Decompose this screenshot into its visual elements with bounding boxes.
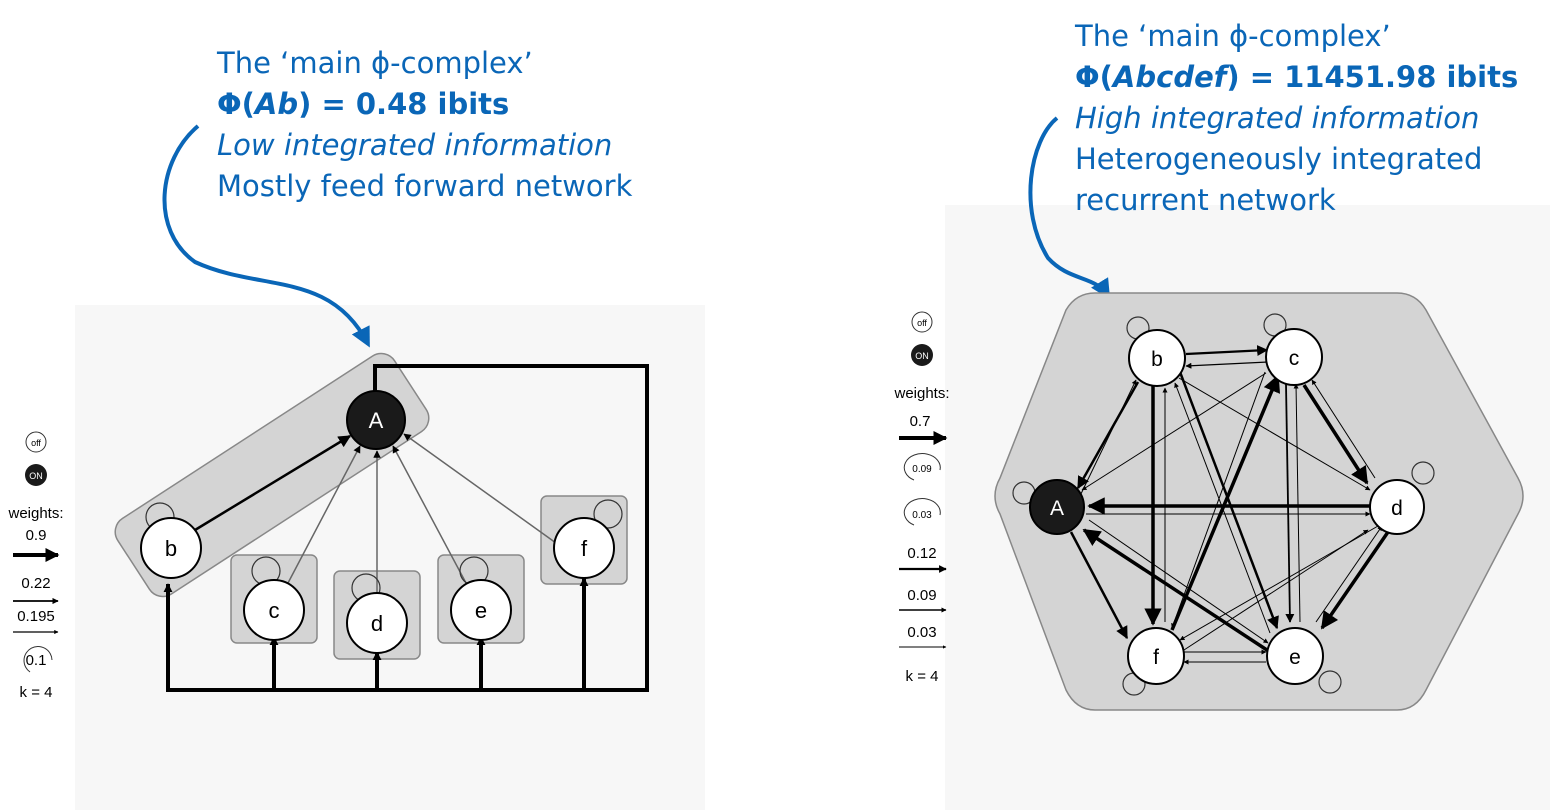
left-edge-b-A: [194, 434, 352, 532]
left-caption: The ‘main ϕ-complex’ Φ(Ab) = 0.48 ibits …: [217, 43, 632, 207]
left-node-f-label: f: [581, 536, 588, 561]
left-caption-title: The ‘main ϕ-complex’: [217, 46, 533, 80]
left-legend-weight-2: 0.195: [17, 608, 55, 625]
left-feedback-bus: [166, 364, 649, 692]
legend-on-icon: [25, 464, 47, 486]
left-legend-weight-0: 0.9: [26, 527, 47, 544]
right-node-c-label: c: [1289, 347, 1300, 370]
left-node-b: [140, 517, 202, 579]
right-node-f-label: f: [1153, 646, 1159, 669]
legend-off-icon: [911, 311, 933, 333]
left-legend-selfloop: 0.1: [26, 652, 47, 669]
left-phi-value: Φ(Ab) = 0.48 ibits: [217, 87, 510, 121]
right-legend-selfloop-0: 0.09: [912, 464, 932, 475]
right-node-d: [1369, 479, 1425, 535]
right-caption: The ‘main ϕ-complex’ Φ(Abcdef) = 11451.9…: [1075, 16, 1518, 221]
right-legend-weight-2: 0.03: [907, 624, 936, 641]
right-legend: off ON weights: 0.7 0.09 0.03 0.12 0.09 …: [893, 311, 950, 685]
legend-on-icon: [911, 344, 933, 366]
right-selfloop-d: [1411, 461, 1435, 485]
left-node-d-label: d: [371, 611, 383, 636]
right-complex-abcdef: [994, 292, 1524, 711]
right-node-c: [1265, 328, 1323, 386]
left-legend-weight-1: 0.22: [21, 575, 50, 592]
right-legend-selfloop-icon-0: [903, 453, 941, 481]
right-network-diagram: A b c d e f: [994, 292, 1524, 711]
left-edge-f-A: [403, 433, 557, 544]
right-node-d-label: d: [1391, 497, 1403, 520]
right-caption-description: High integrated information: [1075, 101, 1480, 135]
left-edge-e-A: [392, 445, 467, 584]
left-node-c: [243, 579, 305, 641]
right-selfloop-e: [1318, 670, 1342, 694]
right-caption-network-type-2: recurrent network: [1075, 183, 1336, 217]
left-legend-on: ON: [29, 471, 43, 481]
left-legend-selfloop-icon: [23, 646, 53, 673]
right-caption-network-type: Heterogeneously integrated: [1075, 142, 1483, 176]
right-node-f: [1127, 627, 1185, 685]
left-selfloop-f: [593, 499, 623, 529]
right-legend-weight-0: 0.12: [907, 545, 936, 562]
left-node-f: [553, 517, 615, 579]
right-legend-on: ON: [915, 351, 929, 361]
right-legend-selfloop-1: 0.03: [912, 510, 932, 521]
left-callout-curve: [162, 124, 370, 348]
left-caption-network-type: Mostly feed forward network: [217, 169, 633, 203]
right-node-A: [1029, 479, 1085, 535]
right-legend-weight-1: 0.09: [907, 587, 936, 604]
left-node-A: [346, 390, 406, 450]
legend-off-icon: [25, 431, 47, 453]
right-legend-weights-label: weights:: [893, 385, 949, 402]
right-node-b: [1128, 329, 1186, 387]
right-node-b-label: b: [1151, 348, 1163, 371]
right-callout-curve: [1028, 116, 1111, 300]
right-node-A-label: A: [1050, 497, 1064, 520]
right-legend-k: k = 4: [906, 668, 939, 685]
left-network-diagram: A b c d e f: [114, 352, 649, 692]
right-node-e-label: e: [1289, 646, 1301, 669]
left-edge-c-A: [287, 445, 361, 584]
left-legend-off: off: [31, 438, 41, 448]
right-legend-weight-top: 0.7: [910, 413, 931, 430]
right-node-e: [1266, 627, 1324, 685]
left-node-b-label: b: [165, 536, 177, 561]
left-legend: off ON weights: 0.9 0.22 0.195 0.1 k = 4: [7, 431, 64, 701]
right-caption-title: The ‘main ϕ-complex’: [1075, 19, 1391, 53]
right-legend-off: off: [917, 318, 927, 328]
left-legend-weights-label: weights:: [7, 505, 63, 522]
left-node-d: [346, 592, 408, 654]
right-edges: [1069, 344, 1390, 665]
left-node-e-label: e: [475, 598, 487, 623]
right-phi-value: Φ(Abcdef) = 11451.98 ibits: [1075, 60, 1519, 94]
left-node-c-label: c: [269, 598, 280, 623]
left-caption-description: Low integrated information: [217, 128, 613, 162]
left-node-e: [450, 579, 512, 641]
left-legend-k: k = 4: [20, 684, 53, 701]
left-node-A-label: A: [369, 408, 384, 433]
right-legend-selfloop-icon-1: [903, 498, 941, 526]
